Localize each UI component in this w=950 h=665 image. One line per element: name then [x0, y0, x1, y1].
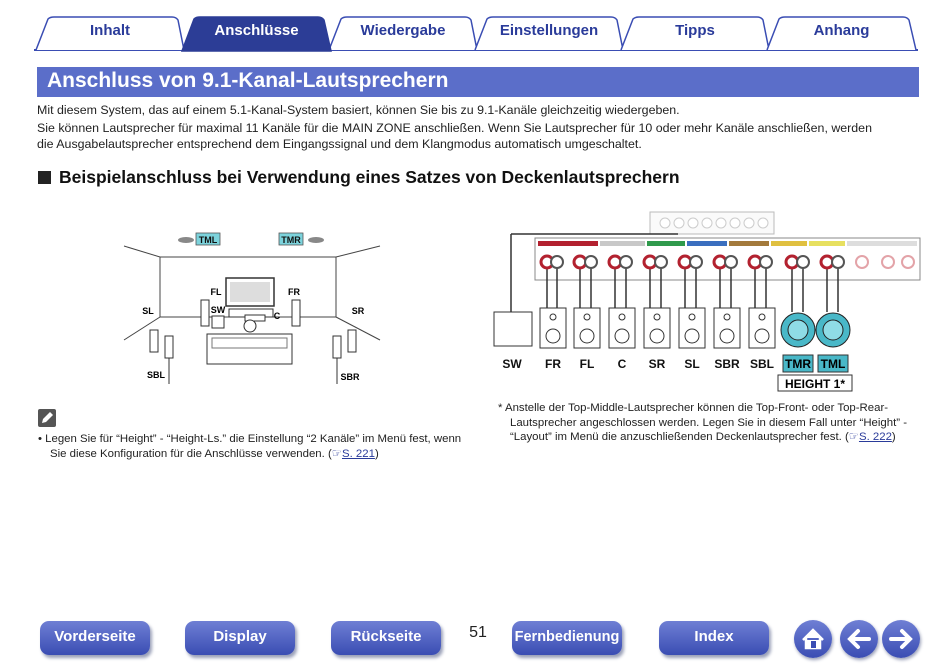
note-left-line-2: Sie diese Konfiguration für die Anschlüs…: [50, 447, 325, 460]
memo-pencil-icon: [38, 409, 56, 427]
back-arrow-icon: [847, 629, 871, 649]
label-sw: SW: [502, 357, 522, 371]
ceiling-speaker-tml-icon: [178, 237, 194, 243]
speaker-fl-icon: [200, 299, 210, 327]
speaker-connection-diagram: SW FR FL C SR SL SBR SBL TMR TML HEIGHT …: [493, 211, 921, 392]
section-heading: Beispielanschluss bei Verwendung eines S…: [38, 167, 680, 188]
nav-display-button[interactable]: Display: [185, 621, 295, 655]
room-label-fr: FR: [288, 287, 300, 297]
forward-button[interactable]: [882, 620, 920, 658]
tab-anhang[interactable]: Anhang: [767, 16, 916, 50]
intro-line-3: die Ausgabelautsprecher entsprechend dem…: [37, 137, 642, 151]
room-label-sr: SR: [352, 306, 365, 316]
tab-inhalt-label: Inhalt: [90, 22, 130, 39]
pointing-hand-icon: ☞: [331, 447, 342, 460]
tab-shapes: [34, 16, 918, 52]
tab-anschluesse-label: Anschlüsse: [214, 22, 299, 39]
note-right: * Anstelle der Top-Middle-Lautsprecher k…: [498, 401, 916, 445]
speaker-sbl-icon: [164, 335, 174, 359]
label-tml: TML: [821, 357, 846, 371]
label-fl: FL: [580, 357, 595, 371]
home-icon: [802, 628, 824, 650]
label-sbl: SBL: [750, 357, 774, 371]
room-label-fl: FL: [211, 287, 222, 297]
note-left: • Legen Sie für “Height” - “Height-Ls.” …: [38, 433, 462, 460]
note-right-line-1: Anstelle der Top-Middle-Lautsprecher kön…: [504, 402, 889, 414]
back-button[interactable]: [840, 620, 878, 658]
page-title: Anschluss von 9.1-Kanal-Lautsprechern: [47, 69, 449, 92]
section-heading-text: Beispielanschluss bei Verwendung eines S…: [59, 167, 680, 187]
label-fr: FR: [545, 357, 561, 371]
speaker-fr-icon: [291, 299, 301, 327]
label-tmr: TMR: [785, 357, 811, 371]
nav-fernbedienung-button[interactable]: Fernbedienung: [512, 621, 622, 655]
page-link-221[interactable]: S. 221: [342, 447, 375, 460]
tab-anhang-label: Anhang: [813, 22, 870, 39]
speaker-sl-icon: [149, 329, 159, 353]
ceiling-speaker-tmr-icon: [308, 237, 324, 243]
room-label-sbr: SBR: [340, 372, 360, 382]
tab-wiedergabe-label: Wiedergabe: [360, 22, 446, 39]
tab-bar: Inhalt Anschlüsse Wiedergabe Einstellung…: [34, 16, 918, 52]
speaker-sbr-icon: [332, 335, 342, 359]
tab-inhalt[interactable]: Inhalt: [36, 16, 184, 50]
listener-icon: [243, 319, 257, 333]
page-title-bar: Anschluss von 9.1-Kanal-Lautsprechern: [37, 67, 919, 97]
intro-line-1: Mit diesem System, das auf einem 5.1-Kan…: [37, 103, 680, 117]
tab-wiedergabe[interactable]: Wiedergabe: [329, 16, 477, 50]
subwoofer-icon: [211, 315, 225, 329]
height-label: HEIGHT 1*: [785, 377, 845, 391]
tab-tipps-label: Tipps: [675, 22, 715, 39]
tab-einstellungen-label: Einstellungen: [499, 22, 599, 39]
room-label-c: C: [274, 311, 281, 321]
nav-rueckseite-button[interactable]: Rückseite: [331, 621, 441, 655]
page-link-222[interactable]: S. 222: [858, 431, 892, 443]
intro-line-2: Sie können Lautsprecher für maximal 11 K…: [37, 121, 872, 135]
room-layout-diagram: TML TMR FL FR SW C SL SR SBL SBR: [123, 232, 381, 384]
room-label-tmr: TMR: [281, 235, 301, 245]
room-label-sl: SL: [142, 306, 154, 316]
speaker-sr-icon: [347, 329, 357, 353]
nav-vorderseite-button[interactable]: Vorderseite: [40, 621, 150, 655]
tab-einstellungen[interactable]: Einstellungen: [475, 16, 623, 50]
label-sbr: SBR: [714, 357, 740, 371]
room-label-sbl: SBL: [147, 370, 166, 380]
nav-index-button[interactable]: Index: [659, 621, 769, 655]
home-button[interactable]: [794, 620, 832, 658]
label-c: C: [618, 357, 627, 371]
room-label-sw: SW: [211, 305, 226, 315]
note-right-line-2: Lautsprecher angeschlossen werden. Legen…: [510, 416, 907, 429]
note-right-line-3: “Layout” im Menü die anzuschließenden De…: [510, 431, 842, 443]
page-number: 51: [469, 624, 487, 641]
label-sr: SR: [649, 357, 666, 371]
square-bullet-icon: [38, 171, 51, 184]
subwoofer-icon: [493, 311, 533, 347]
pointing-hand-icon: ☞: [848, 431, 859, 443]
tab-anschluesse[interactable]: Anschlüsse: [182, 16, 331, 50]
forward-arrow-icon: [889, 629, 913, 649]
label-sl: SL: [684, 357, 699, 371]
note-left-line-1: Legen Sie für “Height” - “Height-Ls.” di…: [45, 433, 462, 445]
room-label-tml: TML: [199, 235, 218, 245]
tab-tipps[interactable]: Tipps: [621, 16, 769, 50]
